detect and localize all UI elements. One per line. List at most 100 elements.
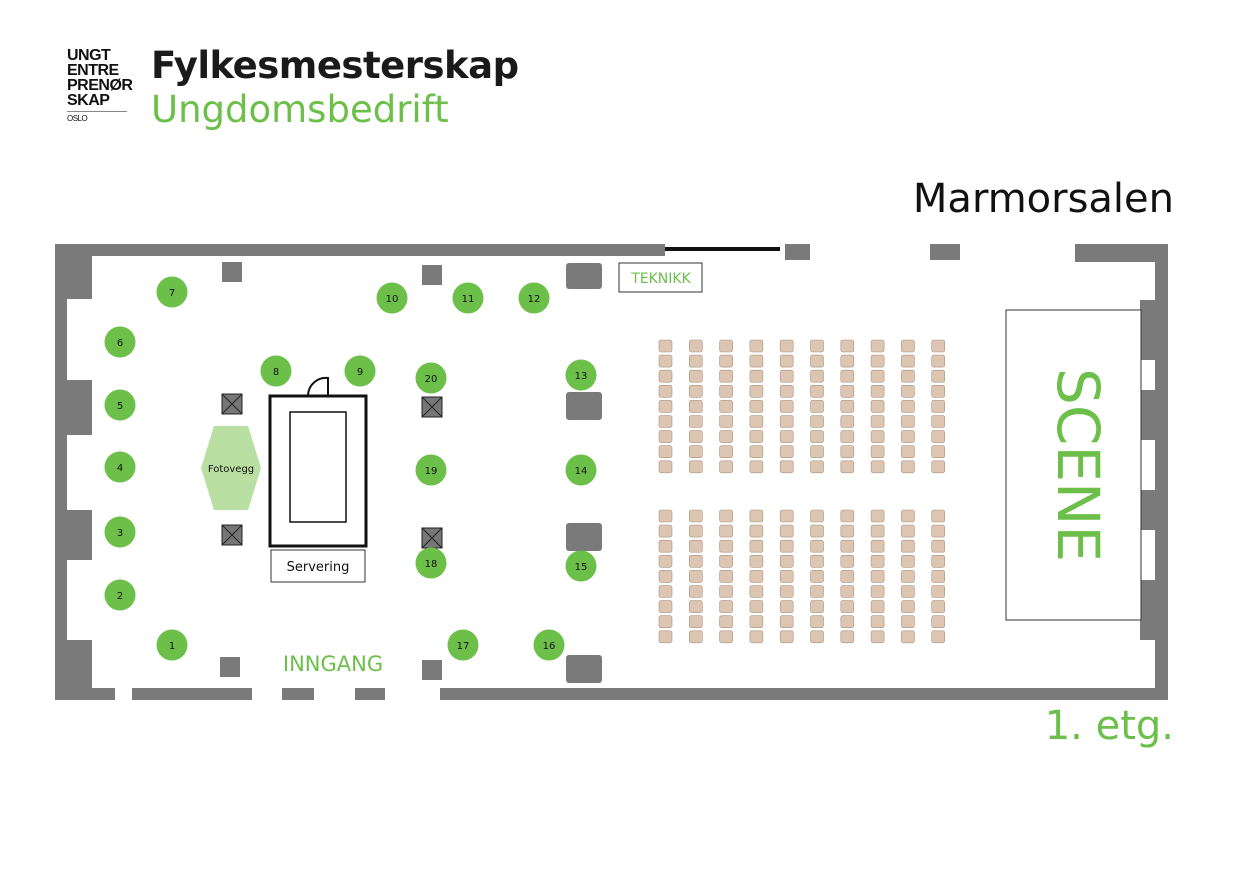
chair [779, 339, 794, 353]
stand-15[interactable]: 15 [565, 550, 597, 582]
stand-9[interactable]: 9 [344, 355, 376, 387]
chair [779, 400, 794, 413]
stand-circle [533, 629, 565, 661]
chair [870, 339, 885, 353]
chair [688, 415, 703, 428]
chair [901, 460, 915, 474]
chair [719, 615, 733, 629]
chair [749, 585, 764, 598]
chair [658, 369, 673, 383]
chair [688, 524, 703, 538]
chair [931, 339, 946, 353]
chair [688, 630, 703, 644]
chair [810, 430, 824, 443]
chair [658, 630, 673, 644]
chair [749, 445, 764, 459]
fotovegg-label: Fotovegg [208, 464, 254, 475]
stand-5[interactable]: 5 [104, 389, 136, 421]
chair [870, 369, 885, 383]
chair [810, 509, 824, 523]
chair [688, 585, 703, 598]
chair [840, 369, 855, 383]
chair [840, 524, 855, 538]
chair [719, 585, 733, 598]
stand-12[interactable]: 12 [518, 282, 550, 314]
chair [870, 570, 885, 583]
stand-number: 15 [575, 562, 588, 573]
logo-line: ENTRE [67, 62, 119, 79]
logo-line: UNGT [67, 47, 111, 64]
chair [901, 369, 915, 383]
stand-circle [104, 326, 136, 358]
chair [870, 384, 885, 398]
stand-number: 17 [457, 641, 470, 652]
stand-10[interactable]: 10 [376, 282, 408, 314]
chair [719, 400, 733, 413]
chair [688, 430, 703, 443]
chair [870, 400, 885, 413]
stand-13[interactable]: 13 [565, 359, 597, 391]
chair [840, 539, 855, 553]
chair [931, 400, 946, 413]
chair [658, 354, 673, 368]
chair [719, 630, 733, 644]
chair [658, 585, 673, 598]
chair [901, 384, 915, 398]
chair [901, 354, 915, 368]
chair [931, 509, 946, 523]
teknikk-label: TEKNIKK [630, 271, 691, 287]
chair [870, 554, 885, 568]
chair [719, 369, 733, 383]
stand-17[interactable]: 17 [447, 629, 479, 661]
chair [719, 509, 733, 523]
stand-7[interactable]: 7 [156, 276, 188, 308]
logo-city: OSLO [67, 111, 127, 123]
page-title: Fylkesmesterskap [151, 44, 519, 87]
chair [810, 354, 824, 368]
stand-3[interactable]: 3 [104, 516, 136, 548]
chair [840, 630, 855, 644]
logo-line: PRENØR [67, 77, 133, 94]
chair [779, 554, 794, 568]
chair [901, 585, 915, 598]
chair [658, 600, 673, 613]
chair [901, 600, 915, 613]
stand-18[interactable]: 18 [415, 547, 447, 579]
stand-6[interactable]: 6 [104, 326, 136, 358]
chair [810, 369, 824, 383]
chair [901, 509, 915, 523]
chair [719, 539, 733, 553]
chair [901, 339, 915, 353]
stand-2[interactable]: 2 [104, 579, 136, 611]
stand-19[interactable]: 19 [415, 454, 447, 486]
stand-11[interactable]: 11 [452, 282, 484, 314]
chair [810, 600, 824, 613]
chair [870, 430, 885, 443]
chair [901, 524, 915, 538]
logo: UNGT ENTRE PRENØR SKAP OSLO [67, 47, 133, 123]
stand-1[interactable]: 1 [156, 629, 188, 661]
stand-4[interactable]: 4 [104, 451, 136, 483]
bar-counter [268, 376, 368, 548]
stand-number: 13 [575, 371, 588, 382]
stand-circle [415, 362, 447, 394]
chair [931, 539, 946, 553]
chair [688, 400, 703, 413]
chair [688, 539, 703, 553]
chair [931, 354, 946, 368]
stand-number: 16 [543, 641, 556, 652]
chair [931, 524, 946, 538]
chair [719, 384, 733, 398]
stand-14[interactable]: 14 [565, 454, 597, 486]
chair [931, 369, 946, 383]
chair [931, 630, 946, 644]
chair [688, 570, 703, 583]
chair [658, 524, 673, 538]
chair [749, 384, 764, 398]
chair [810, 445, 824, 459]
stand-16[interactable]: 16 [533, 629, 565, 661]
chair [931, 415, 946, 428]
stand-8[interactable]: 8 [260, 355, 292, 387]
stand-20[interactable]: 20 [415, 362, 447, 394]
